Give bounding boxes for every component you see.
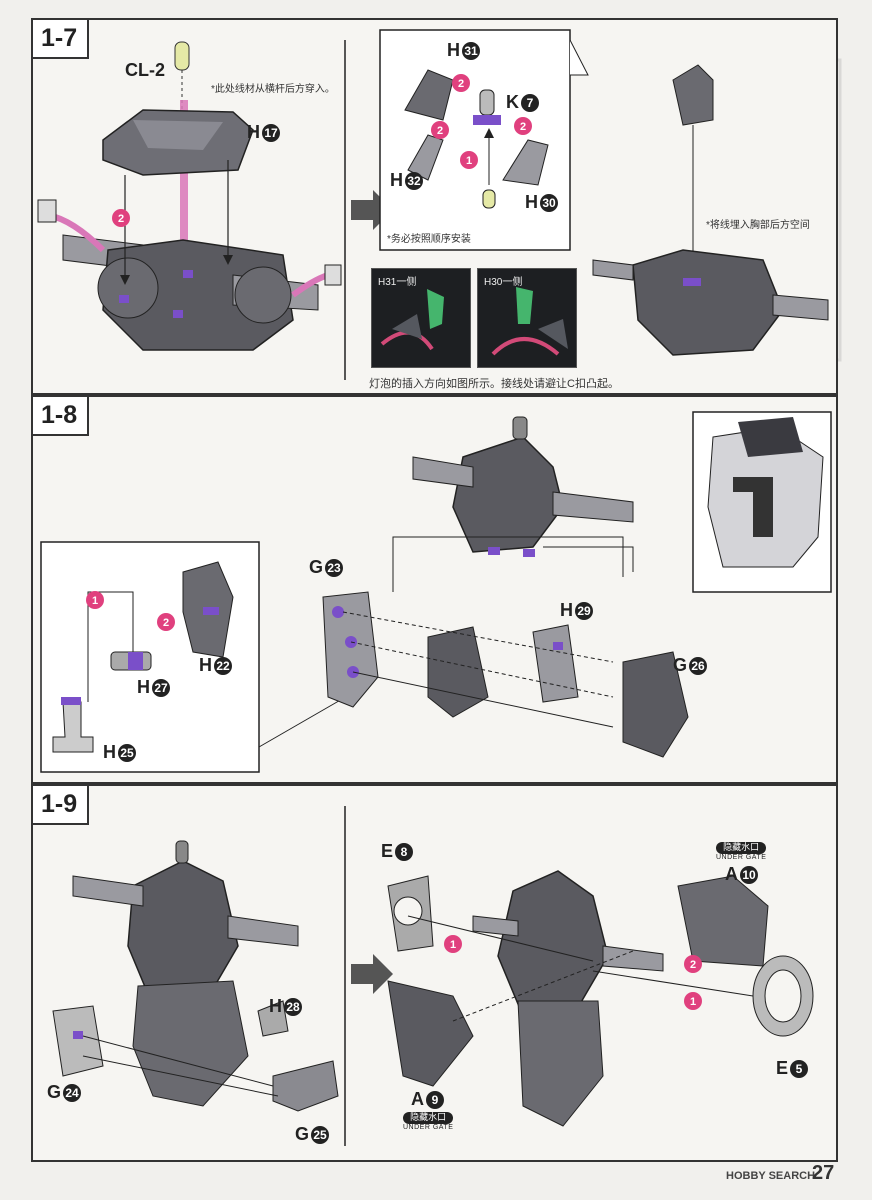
under-gate-badge-a10: 隐藏水口 UNDER GATE	[716, 842, 767, 861]
svg-text:2: 2	[690, 959, 696, 971]
step-1-7-drawing: 2 2 2 2 1	[37, 29, 829, 380]
note-wire-through: *此处线材从横杆后方穿入。	[211, 84, 335, 95]
photo-h31-side: H31一侧	[371, 268, 471, 368]
photo-h30-image	[491, 287, 568, 356]
svg-text:1: 1	[450, 939, 456, 951]
under-gate-badge-a9: 隐藏水口 UNDER GATE	[403, 1112, 454, 1131]
photo-h30-side: H30一侧	[477, 268, 577, 368]
svg-text:1: 1	[92, 595, 98, 607]
step-1-9-drawing: 1 2 1	[52, 806, 814, 1146]
note-order: *务必按照顺序安装	[387, 234, 471, 245]
svg-text:2: 2	[118, 213, 124, 225]
svg-text:1: 1	[466, 155, 472, 167]
note-wire-chest: *将线埋入胸部后方空间	[706, 220, 810, 231]
step-label: 1-8	[33, 397, 90, 436]
step-1-8-panel: 1-8 1 2	[31, 395, 838, 784]
svg-text:1: 1	[690, 996, 696, 1008]
step-1-9-panel: 1-9	[31, 784, 838, 1162]
step-label: 1-7	[33, 20, 90, 59]
step-1-8-drawing: 1 2	[40, 411, 832, 773]
watermark-logo: HOBBY SEARCH	[726, 1170, 816, 1182]
step-label: 1-9	[33, 786, 90, 825]
svg-text:2: 2	[163, 617, 169, 629]
step-1-7-panel: 1-7 2	[31, 18, 838, 395]
note-bulb-direction: 灯泡的插入方向如图所示。接线处请避让C扣凸起。	[369, 378, 619, 390]
photo-h31-image	[380, 289, 444, 351]
bulb-icon	[174, 41, 190, 110]
svg-text:2: 2	[520, 121, 526, 133]
svg-text:2: 2	[437, 125, 443, 137]
part-label-cl2: CL-2	[125, 60, 165, 80]
svg-text:2: 2	[458, 78, 464, 90]
page-number: 27	[812, 1162, 835, 1184]
